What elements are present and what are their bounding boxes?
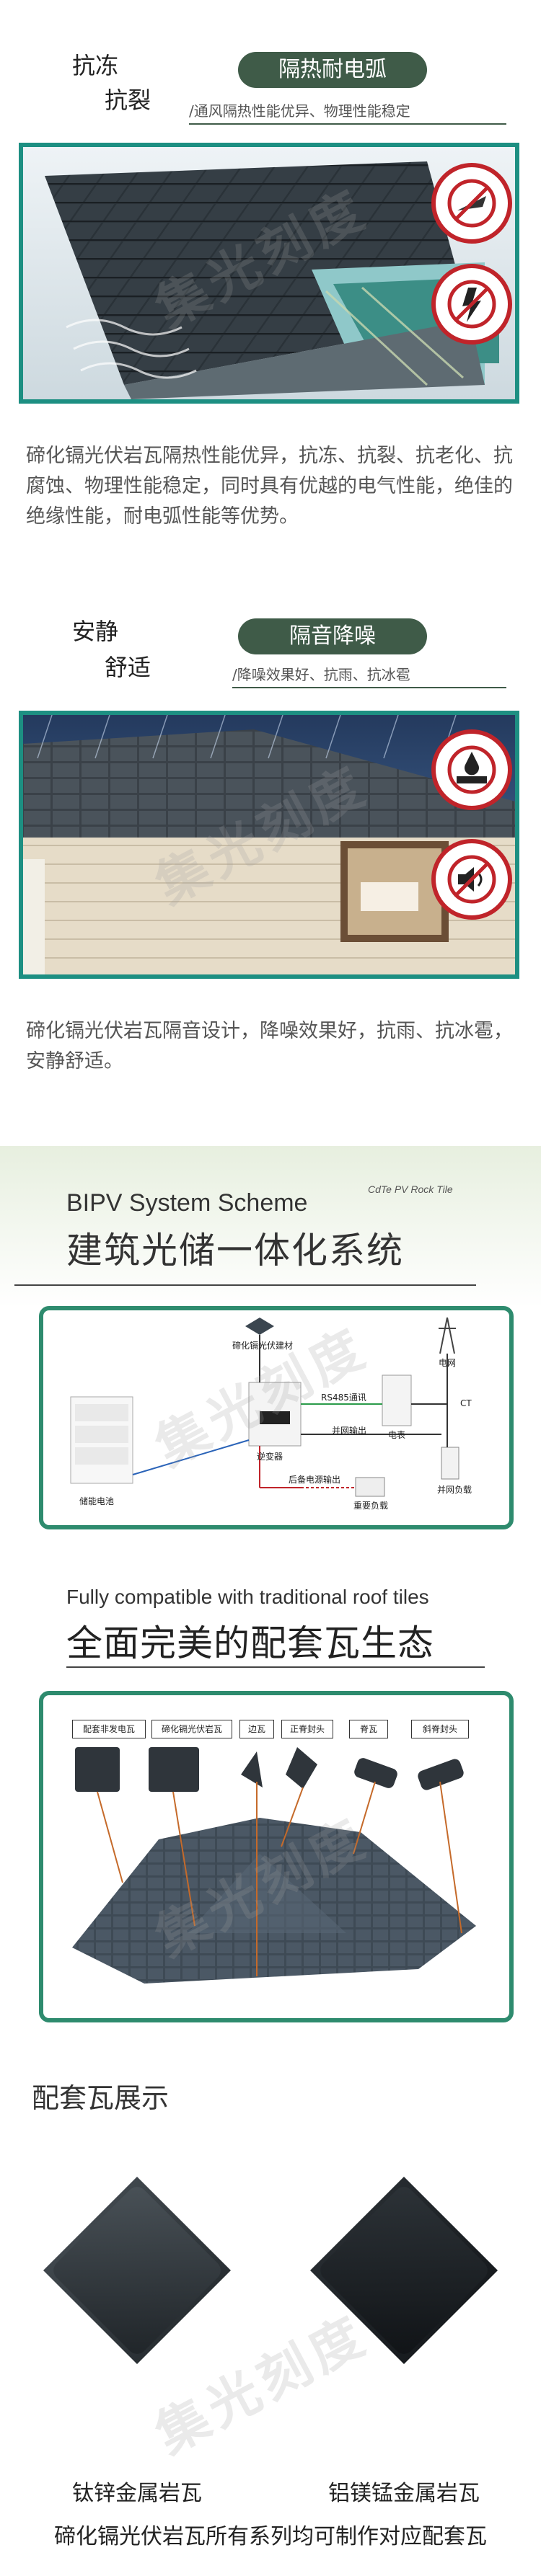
left-tile-caption: 钛锌金属岩瓦 bbox=[72, 2481, 202, 2506]
section2-pill: 隔音降噪 bbox=[238, 618, 427, 654]
bipv-title-cn: 建筑光储一体化系统 bbox=[66, 1230, 404, 1271]
aluminum-magnesium-tile-image bbox=[310, 2177, 498, 2364]
section1-title-line2: 抗裂 bbox=[105, 86, 151, 114]
bipv-tag: CdTe PV Rock Tile bbox=[368, 1183, 453, 1195]
label-pv-material: 碲化镉光伏建材 bbox=[232, 1341, 294, 1351]
sound-insulation-photo bbox=[19, 711, 519, 979]
bipv-title-en: BIPV System Scheme bbox=[66, 1189, 308, 1217]
label-rs485: RS485通讯 bbox=[321, 1393, 366, 1403]
label-inverter: 逆变器 bbox=[257, 1452, 283, 1462]
label-grid: 电网 bbox=[439, 1358, 457, 1368]
label-grid-load: 并网负载 bbox=[437, 1485, 472, 1495]
roof-tile-ecosystem-illustration bbox=[72, 1747, 476, 1984]
compat-divider bbox=[66, 1666, 485, 1668]
section2-subtitle: /降噪效果好、抗雨、抗冰雹 bbox=[232, 663, 506, 688]
compat-title-cn: 全面完美的配套瓦生态 bbox=[66, 1622, 434, 1664]
tile-tag-hip-end: 斜脊封头 bbox=[411, 1720, 469, 1738]
label-grid-output: 并网输出 bbox=[332, 1426, 367, 1436]
bipv-diagram-box: 碲化镉光伏建材 电网 RS485通讯 CT 电表 并网输出 逆变器 储能电池 后… bbox=[39, 1306, 514, 1529]
section2-title-line1: 安静 bbox=[72, 618, 119, 645]
label-critical-load: 重要负载 bbox=[353, 1501, 389, 1511]
tile-tag-ridge-end: 正脊封头 bbox=[281, 1720, 333, 1738]
rain-resistant-icon bbox=[431, 729, 512, 810]
compat-title-en: Fully compatible with traditional roof t… bbox=[66, 1586, 429, 1608]
section1-paragraph: 碲化镉光伏岩瓦隔热性能优异，抗冻、抗裂、抗老化、抗腐蚀、物理性能稳定，同时具有优… bbox=[26, 445, 513, 528]
section1-subtitle: /通风隔热性能优异、物理性能稳定 bbox=[189, 99, 506, 125]
anti-arc-icon bbox=[431, 264, 512, 345]
label-backup-output: 后备电源输出 bbox=[289, 1475, 341, 1485]
showcase-footer: 碲化镉光伏岩瓦所有系列均可制作对应配套瓦 bbox=[54, 2524, 487, 2549]
section1-pill: 隔热耐电弧 bbox=[238, 52, 427, 88]
label-meter: 电表 bbox=[388, 1430, 406, 1440]
titanium-zinc-tile-image bbox=[43, 2177, 231, 2364]
anti-crack-icon bbox=[431, 163, 512, 244]
section1-title-line1: 抗冻 bbox=[72, 52, 119, 79]
section2-title-line2: 舒适 bbox=[105, 654, 151, 681]
tile-tag-ridge: 脊瓦 bbox=[349, 1720, 388, 1738]
label-battery: 储能电池 bbox=[79, 1496, 115, 1506]
bipv-wiring-diagram bbox=[70, 1317, 459, 1497]
tile-tag-edge: 边瓦 bbox=[239, 1720, 274, 1738]
compat-tiles-box: 配套非发电瓦 碲化镉光伏岩瓦 边瓦 正脊封头 脊瓦 斜脊封头 bbox=[39, 1691, 514, 2022]
label-ct: CT bbox=[460, 1398, 472, 1408]
tile-tag-non-power: 配套非发电瓦 bbox=[72, 1720, 146, 1738]
tile-tag-pv: 碲化镉光伏岩瓦 bbox=[151, 1720, 232, 1738]
right-tile-caption: 铝镁锰金属岩瓦 bbox=[328, 2481, 480, 2506]
bipv-divider bbox=[14, 1284, 476, 1286]
showcase-title: 配套瓦展示 bbox=[32, 2082, 170, 2114]
noise-reduction-icon bbox=[431, 839, 512, 920]
section2-paragraph: 碲化镉光伏岩瓦隔音设计，降噪效果好，抗雨、抗冰雹，安静舒适。 bbox=[26, 1020, 513, 1072]
roof-insulation-photo bbox=[19, 143, 519, 404]
